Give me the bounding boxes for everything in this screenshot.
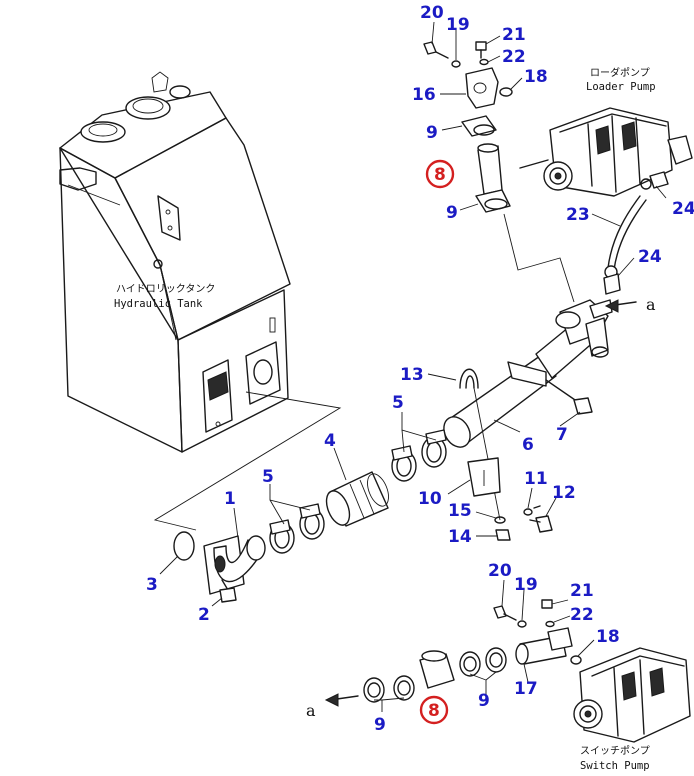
callout-22-bottom: 22 <box>570 605 594 625</box>
switch-pump-label-jp: スイッチポンプ <box>580 745 650 757</box>
callout-23: 23 <box>566 205 590 225</box>
callout-24-b: 24 <box>638 247 662 267</box>
upper-pipe-hardware <box>423 41 575 303</box>
switch-pump-label-en: Switch Pump <box>580 760 650 772</box>
clamps-5-upper <box>391 429 447 482</box>
callout-21-top: 21 <box>502 25 526 45</box>
callout-1: 1 <box>224 489 236 509</box>
callout-21-bottom: 21 <box>570 581 594 601</box>
drain-tube-23 <box>603 171 669 295</box>
callout-8-top: 8 <box>434 165 446 185</box>
callout-11: 11 <box>524 469 548 489</box>
clamps-5-lower <box>269 503 325 554</box>
lower-pipe-hardware <box>363 599 582 703</box>
callout-9-d: 9 <box>374 715 386 735</box>
callout-18-bottom: 18 <box>596 627 620 647</box>
cover-3 <box>173 531 195 561</box>
arrow-a-bottom-label: a <box>306 701 316 720</box>
callout-leaders <box>159 21 667 712</box>
suction-pipe-6 <box>443 299 613 448</box>
arrow-a-top-label: a <box>646 295 656 314</box>
u-bolt-13 <box>459 368 501 521</box>
callout-7: 7 <box>556 425 568 445</box>
callout-13: 13 <box>400 365 424 385</box>
loader-pump-label-en: Loader Pump <box>586 81 656 93</box>
elbow-1 <box>203 535 266 595</box>
callout-9-c: 9 <box>478 691 490 711</box>
callout-24-a: 24 <box>672 199 694 219</box>
loader-pump-label-jp: ローダポンプ <box>590 66 650 79</box>
callout-9-b: 9 <box>446 203 458 223</box>
callout-5-a: 5 <box>392 393 404 413</box>
hose-4 <box>325 471 389 527</box>
callout-14: 14 <box>448 527 472 547</box>
callout-10: 10 <box>418 489 442 509</box>
callout-20-bottom: 20 <box>488 561 512 581</box>
callout-6: 6 <box>522 435 534 455</box>
callout-8-bottom: 8 <box>428 701 440 721</box>
callout-20-top: 20 <box>420 3 444 23</box>
highlight-ring-8-top <box>425 159 455 189</box>
callout-19-top: 19 <box>446 15 470 35</box>
callout-3: 3 <box>146 575 158 595</box>
highlight-ring-8-bottom <box>419 695 449 725</box>
hydraulic-tank <box>59 71 342 531</box>
fasteners-11-15 <box>494 505 553 541</box>
callout-4: 4 <box>324 431 336 451</box>
callout-22-top: 22 <box>502 47 526 67</box>
flow-arrow-a-bottom <box>324 693 359 707</box>
callout-numbers: 20 19 21 22 18 16 9 8 9 23 24 24 13 5 6 … <box>146 3 694 735</box>
callout-18-top: 18 <box>524 67 548 87</box>
callout-19-bottom: 19 <box>514 575 538 595</box>
bracket-10 <box>467 457 501 497</box>
switch-pump <box>573 647 691 743</box>
callout-15: 15 <box>448 501 472 521</box>
loader-pump <box>519 107 693 197</box>
hydraulic-tank-label-en: Hydraulic Tank <box>114 298 203 310</box>
flow-arrow-a-top <box>604 299 637 313</box>
callout-17: 17 <box>514 679 538 699</box>
callout-2: 2 <box>198 605 210 625</box>
callout-9-a: 9 <box>426 123 438 143</box>
hydraulic-tank-label-jp: ハイドロリックタンク <box>116 283 215 295</box>
callout-16: 16 <box>412 85 436 105</box>
callout-12: 12 <box>552 483 576 503</box>
callout-5-b: 5 <box>262 467 274 487</box>
